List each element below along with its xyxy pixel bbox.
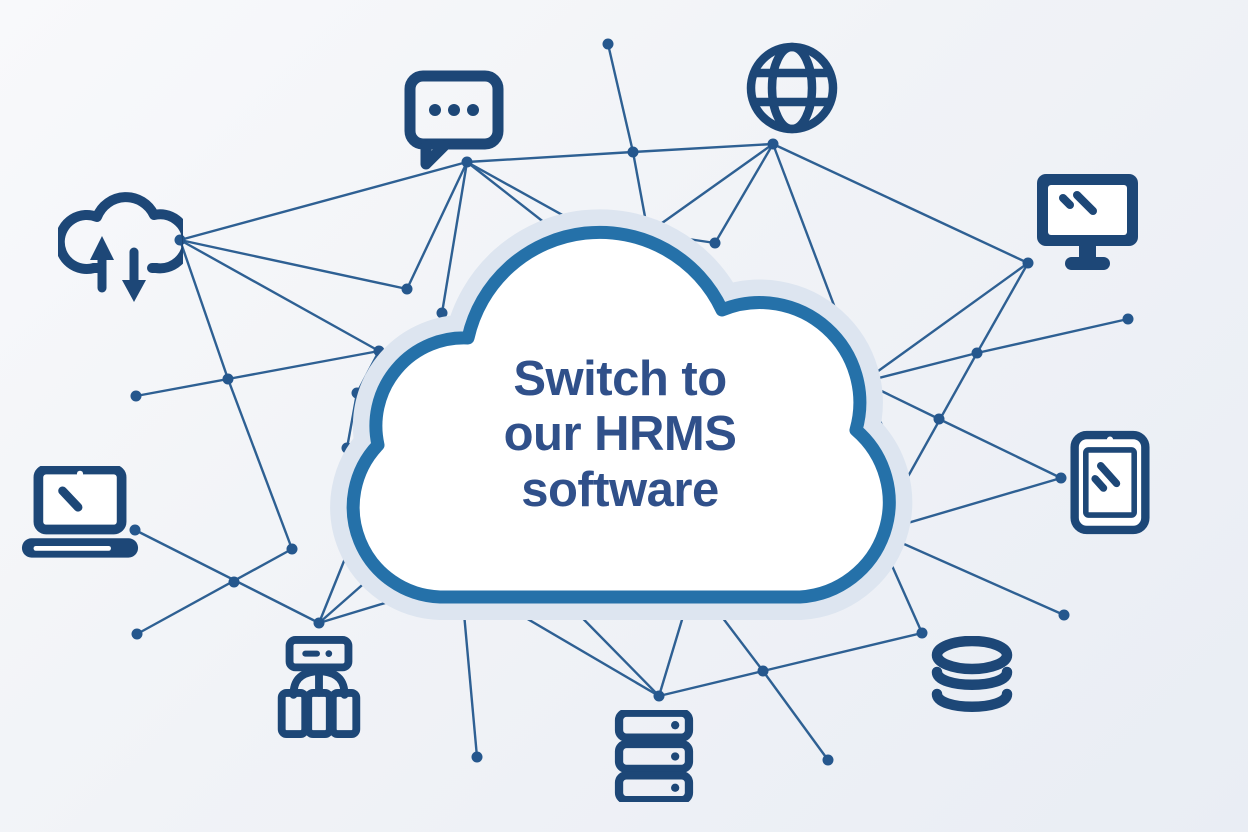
network-node [129,524,141,536]
network-edge [876,530,1065,617]
network-edge [179,160,468,242]
network-node [461,156,473,168]
network-node [228,576,240,588]
network-node [602,38,614,50]
monitor-icon [1037,174,1138,270]
network-edge [440,161,469,314]
network-node [709,237,721,249]
tablet-icon [1070,430,1150,535]
network-edge [466,150,634,164]
network-node [627,146,639,158]
network-node [971,347,983,359]
network-edge [658,669,764,698]
network-node [757,665,769,677]
network-edge [647,143,774,234]
network-node [1058,609,1070,621]
network-edge [179,238,380,353]
network-edge [179,238,408,291]
headline-line-2: our HRMS [503,407,737,462]
network-node [933,413,945,425]
cloud-outline [346,225,896,604]
network-node [916,627,928,639]
network-edge [938,417,1062,480]
network-edge [762,670,829,761]
network-node [471,751,483,763]
network-node [286,543,298,555]
network-edge [227,349,380,381]
network-node [653,690,665,702]
server-icon [614,710,694,802]
network-edge [632,142,774,154]
network-edge [713,143,775,244]
network-edge [862,351,978,384]
network-edge [976,317,1129,355]
network-node [401,283,413,295]
network-edge [772,142,1029,265]
headline: Switch to our HRMS software [380,352,860,518]
network-node [131,628,143,640]
network-node [1122,313,1134,325]
cloud-sync-icon [58,192,183,302]
network-node [222,373,234,385]
network-node [767,138,779,150]
laptop-icon [21,466,139,558]
headline-line-1: Switch to [513,352,727,406]
network-edge [345,392,359,449]
network-edge [178,239,230,380]
network-edge [606,43,635,153]
network-node [436,307,448,319]
network-node [1022,257,1034,269]
network-edge [862,262,1029,383]
headline-line-3: software [521,462,719,517]
network-edge [135,377,229,398]
network-node [822,754,834,766]
network-edge [136,547,293,636]
network-edge [405,161,469,290]
network-edge [762,631,923,673]
network-edge [226,378,294,550]
chat-bubble-icon [404,70,504,170]
network-edge [975,262,1030,354]
network-node [313,617,325,629]
network-edge [134,528,320,625]
network-node [1055,472,1067,484]
database-icon [931,636,1013,712]
globe-icon [746,42,838,134]
hierarchy-icon [277,635,361,739]
network-node [130,390,142,402]
